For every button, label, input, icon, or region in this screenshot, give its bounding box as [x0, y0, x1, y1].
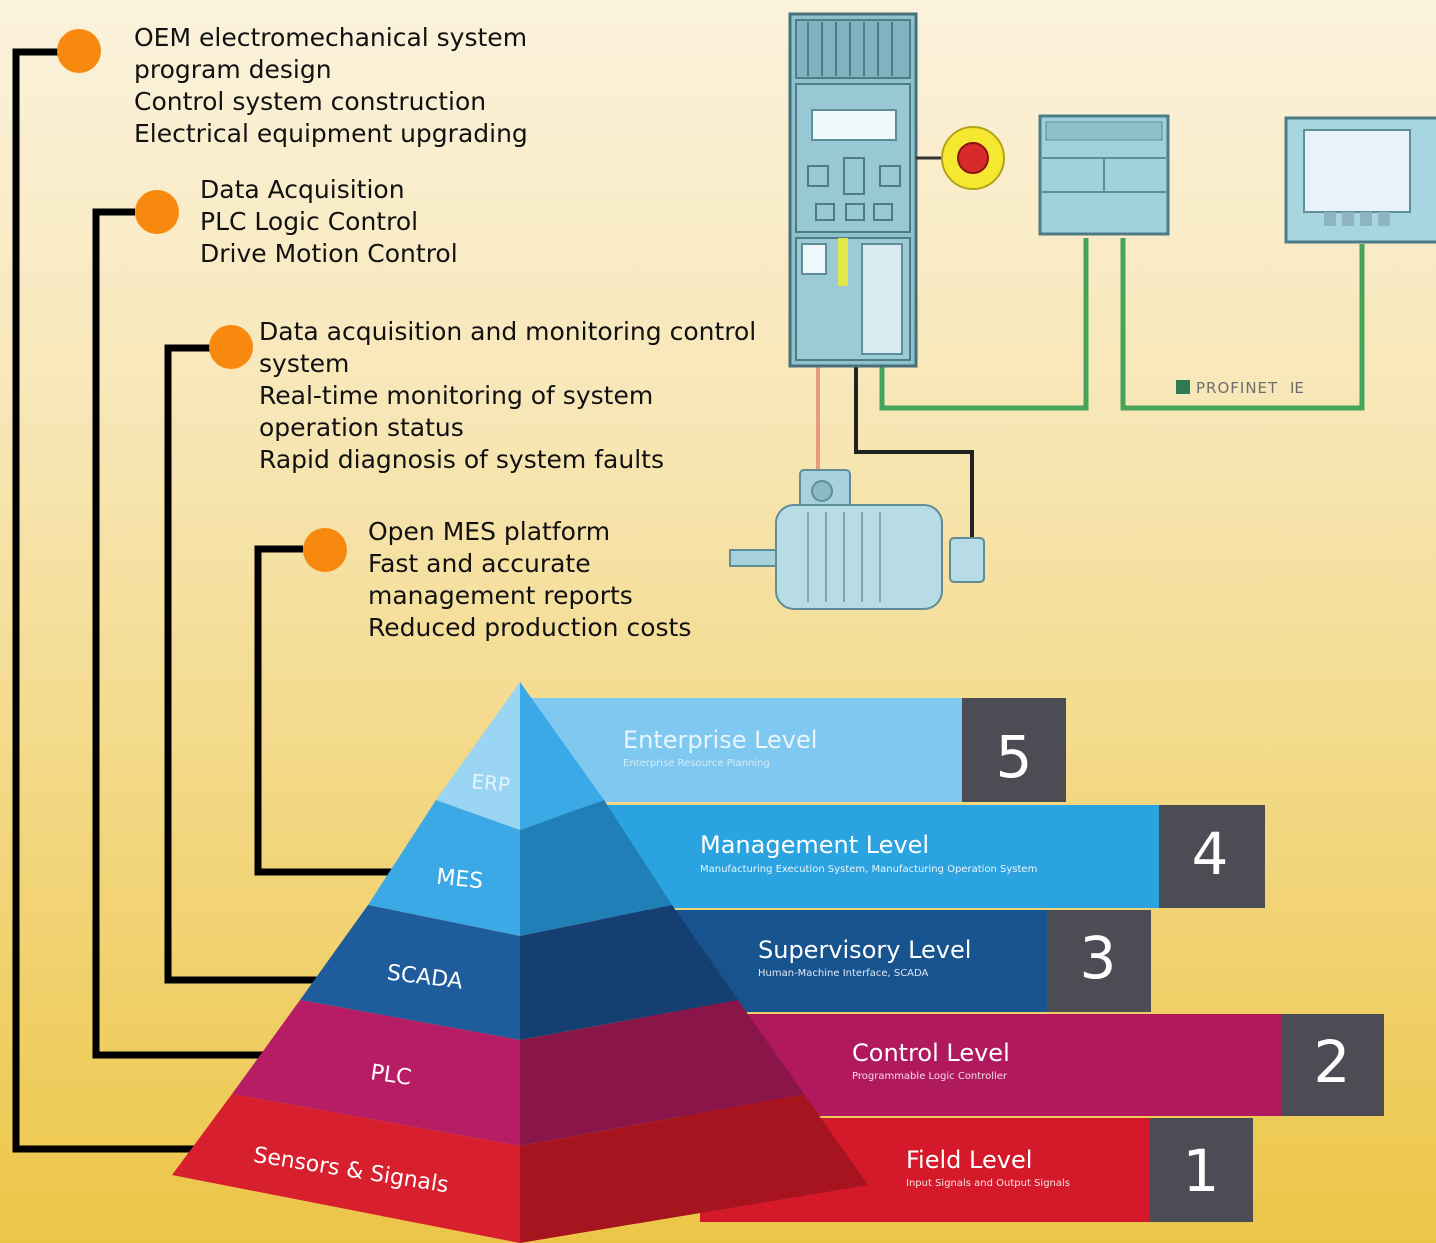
connector-plc — [92, 208, 288, 1059]
feature-line: Data acquisition and monitoring control — [259, 317, 757, 346]
drive-cabinet-icon — [788, 12, 918, 368]
level-number-box — [1047, 910, 1151, 1012]
pyramid-tier-sensors-left — [172, 1094, 520, 1243]
emergency-stop-icon — [941, 126, 1005, 190]
feature-list-oem: OEM electromechanical system program des… — [134, 22, 528, 150]
level-bar-supervisory: Supervisory Level Human-Machine Interfac… — [600, 910, 1151, 1012]
level-bar-management: Management Level Manufacturing Execution… — [560, 805, 1265, 908]
connector-sensors — [12, 48, 230, 1153]
feature-line: Data Acquisition — [200, 175, 405, 204]
feature-line: Rapid diagnosis of system faults — [259, 445, 664, 474]
level-number: 2 — [1314, 1028, 1351, 1096]
level-title: Supervisory Level — [758, 936, 971, 964]
profinet-cables — [879, 238, 1365, 411]
level-title: Control Level — [852, 1039, 1010, 1067]
connector-mes — [254, 545, 404, 876]
level-number-box — [1159, 805, 1265, 908]
level-title: Enterprise Level — [623, 726, 817, 754]
level-number-box — [1282, 1014, 1384, 1116]
level-number: 1 — [1183, 1137, 1220, 1205]
level-subtitle: Input Signals and Output Signals — [906, 1178, 1070, 1189]
level-number-box — [1149, 1118, 1253, 1222]
pyramid-tier-erp-left — [436, 682, 520, 830]
pyramid-tier-plc-left — [232, 1000, 520, 1146]
plc-module-icon — [1038, 114, 1170, 236]
hmi-panel-icon — [1284, 116, 1436, 244]
feature-line: Control system construction — [134, 87, 487, 116]
feature-line: Drive Motion Control — [200, 239, 458, 268]
bullet-dot — [303, 528, 347, 572]
profinet-label: PROFINET — [1196, 379, 1278, 397]
pyramid-tier-plc-right — [520, 1000, 804, 1146]
feature-list-scada: Data acquisition and monitoring control … — [259, 316, 756, 476]
pyramid-tier-mes-left — [368, 800, 520, 936]
feature-list-plc: Data Acquisition PLC Logic Control Drive… — [200, 174, 458, 270]
network-illustration: PROFINET IE — [729, 12, 1436, 610]
feature-line: system — [259, 349, 350, 378]
feature-line: program design — [134, 55, 332, 84]
level-title: Field Level — [906, 1146, 1032, 1174]
pyramid-tier-sensors-right — [520, 1094, 868, 1243]
feature-line: operation status — [259, 413, 464, 442]
level-number: 4 — [1192, 820, 1229, 888]
bullets — [57, 29, 347, 572]
feature-line: management reports — [368, 581, 633, 610]
level-number: 3 — [1080, 924, 1117, 992]
level-subtitle: Manufacturing Execution System, Manufact… — [700, 864, 1037, 875]
pyramid-tier-erp-right — [520, 682, 604, 830]
pyramid-tier-mes-right — [520, 800, 672, 936]
level-subtitle: Programmable Logic Controller — [852, 1071, 1008, 1082]
feature-line: Real-time monitoring of system — [259, 381, 654, 410]
connector-lines — [12, 48, 404, 1153]
motor-icon — [729, 469, 985, 610]
motor-signal-cable — [854, 364, 974, 540]
feature-line: Open MES platform — [368, 517, 611, 546]
pyramid: ERP MES SCADA PLC Sensors & Signals — [172, 682, 868, 1243]
level-number: 5 — [996, 723, 1033, 791]
feature-list-mes: Open MES platform Fast and accurate mana… — [368, 516, 691, 644]
ethernet-ie-label: IE — [1290, 379, 1304, 397]
level-title: Management Level — [700, 831, 929, 859]
feature-line: OEM electromechanical system — [134, 23, 528, 52]
feature-line: Reduced production costs — [368, 613, 692, 642]
level-subtitle: Human-Machine Interface, SCADA — [758, 968, 929, 979]
level-number-box — [962, 698, 1066, 802]
feature-line: PLC Logic Control — [200, 207, 419, 236]
level-bar-enterprise: Enterprise Level Enterprise Resource Pla… — [520, 698, 1066, 802]
pyramid-tier-scada-right — [520, 905, 738, 1040]
pyramid-label-mes: MES — [435, 865, 484, 895]
pyramid-tier-scada-left — [300, 905, 520, 1040]
pyramid-label-erp: ERP — [470, 769, 511, 797]
connector-scada — [164, 344, 345, 984]
feature-line: Electrical equipment upgrading — [134, 119, 528, 148]
bullet-dot — [209, 325, 253, 369]
bullet-dot — [57, 29, 101, 73]
profinet-logo-icon — [1176, 380, 1190, 394]
pyramid-label-plc: PLC — [369, 1060, 413, 1090]
bullet-dot — [135, 190, 179, 234]
feature-line: Fast and accurate — [368, 549, 591, 578]
level-subtitle: Enterprise Resource Planning — [623, 758, 770, 769]
